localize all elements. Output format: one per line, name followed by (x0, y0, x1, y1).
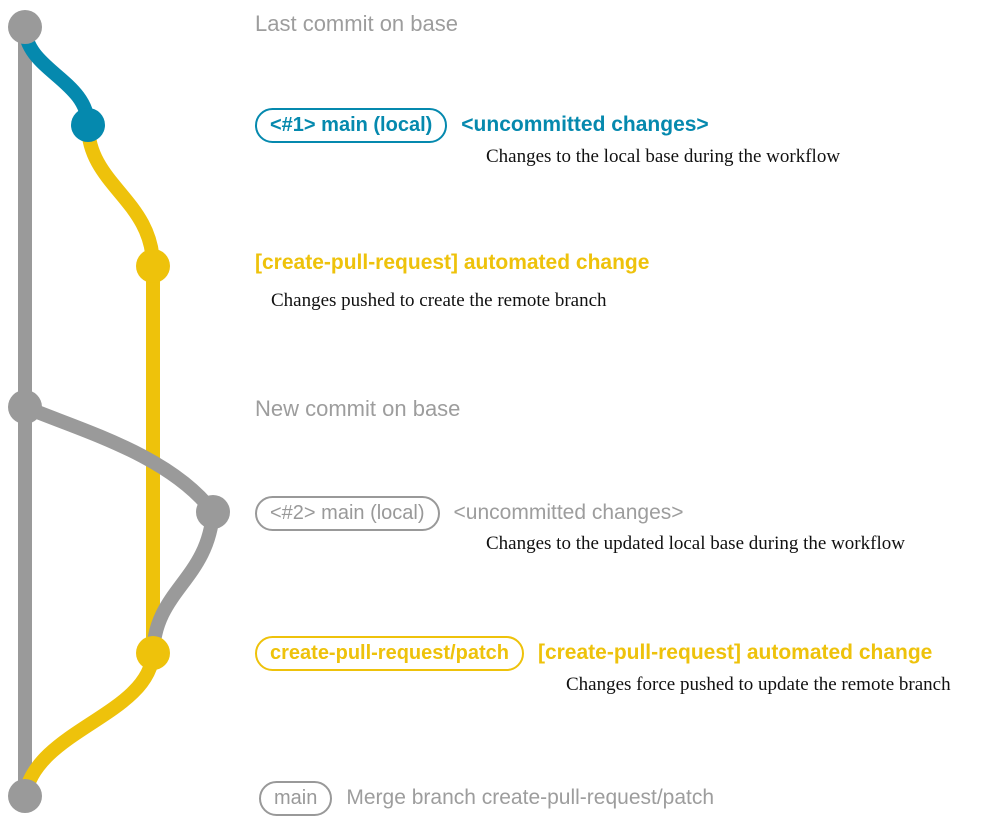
commit-note-automated-change-1: Changes pushed to create the remote bran… (271, 290, 607, 311)
edge-new-base-to-local-main-2 (18, 400, 220, 519)
heading-last-commit-on-base: Last commit on base (255, 11, 458, 36)
commit-subject-local-main-2: <uncommitted changes> (453, 501, 684, 524)
ref-badge-local-main-1[interactable]: <#1> main (local) (255, 108, 448, 143)
node-local-main-2[interactable] (196, 495, 230, 529)
node-automated-change-1[interactable] (136, 249, 170, 283)
commit-subject-automated-change-1: [create-pull-request] automated change (255, 251, 650, 274)
node-automated-change-2[interactable] (136, 636, 170, 670)
row-local-main-1: <#1> main (local) <uncommitted changes> (255, 108, 709, 143)
ref-badge-main[interactable]: main (259, 781, 333, 816)
edge-local-main-2-to-automated-change-2 (146, 505, 220, 660)
ref-badge-create-pull-request-patch[interactable]: create-pull-request/patch (255, 636, 524, 671)
commit-subject-merge: Merge branch create-pull-request/patch (346, 786, 715, 809)
commit-subject-local-main-1: <uncommitted changes> (461, 113, 709, 136)
node-last-commit-on-base[interactable] (8, 10, 42, 44)
row-patch-branch: create-pull-request/patch [create-pull-r… (255, 636, 932, 671)
node-merge-commit[interactable] (8, 779, 42, 813)
row-automated-change-1: [create-pull-request] automated change (255, 251, 649, 275)
row-merge-commit: main Merge branch create-pull-request/pa… (259, 781, 714, 816)
commit-note-automated-change-2: Changes force pushed to update the remot… (566, 674, 951, 695)
node-new-commit-on-base[interactable] (8, 390, 42, 424)
row-local-main-2: <#2> main (local) <uncommitted changes> (255, 496, 684, 531)
edge-automated-change-2-to-merge (18, 646, 160, 803)
heading-new-commit-on-base: New commit on base (255, 396, 461, 421)
commit-subject-automated-change-2: [create-pull-request] automated change (537, 641, 933, 664)
commit-note-local-main-2: Changes to the updated local base during… (486, 533, 905, 554)
commit-note-local-main-1: Changes to the local base during the wor… (486, 146, 841, 167)
node-local-main-1[interactable] (71, 108, 105, 142)
edge-local-main-1-to-automated-change-1 (81, 118, 160, 273)
ref-badge-local-main-2[interactable]: <#2> main (local) (255, 496, 440, 531)
